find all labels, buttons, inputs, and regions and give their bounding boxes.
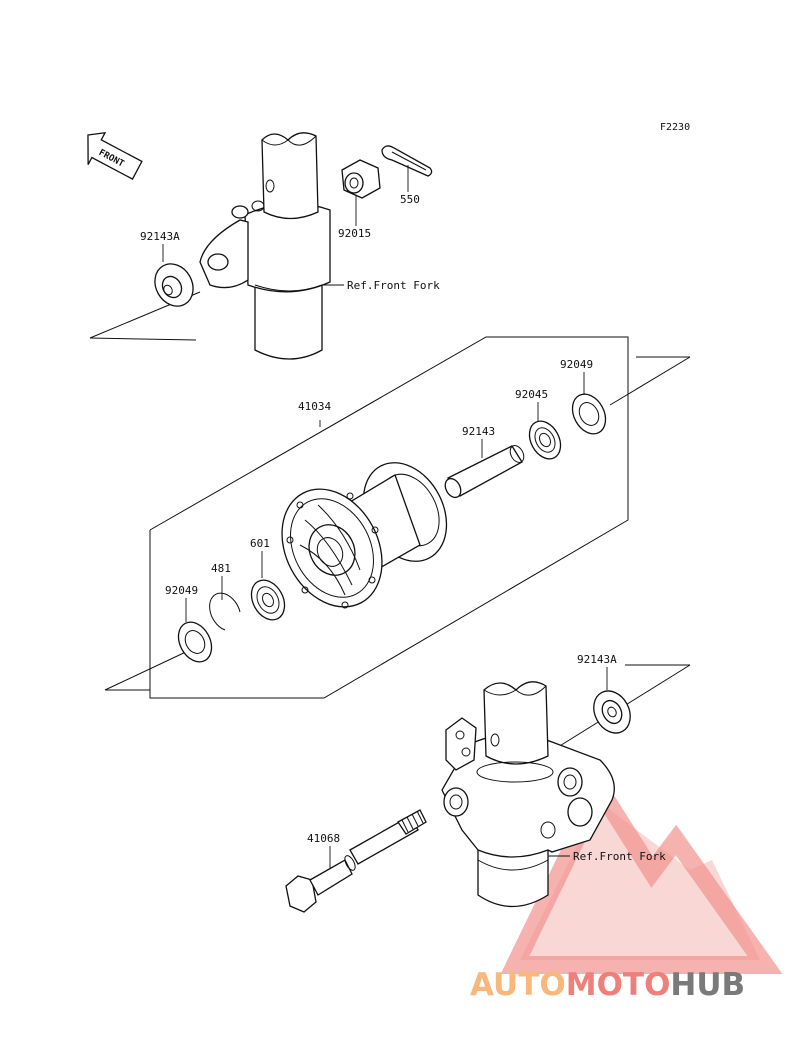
part-label-550: 550 [400, 193, 420, 206]
collar-tube-92143 [444, 445, 525, 499]
circlip-481 [209, 592, 241, 631]
collar-92143A-lower [593, 690, 631, 734]
ref-front-fork-upper: Ref.Front Fork [347, 279, 440, 292]
collar-92143A-upper [154, 263, 194, 307]
hub-41034 [281, 462, 448, 609]
front-arrow-icon: FRONT [87, 131, 143, 180]
part-label-92045: 92045 [515, 388, 548, 401]
part-label-41068: 41068 [307, 832, 340, 845]
bearing-601 [250, 579, 286, 621]
nut-92015 [341, 159, 381, 199]
watermark-text: AUTOMOTOHUB [470, 967, 745, 1003]
diagram-code: F2230 [660, 122, 690, 133]
axle-bolt-41068 [285, 809, 427, 913]
seal-92049-right [571, 393, 607, 435]
part-label-92049-right: 92049 [560, 358, 593, 371]
part-label-481: 481 [211, 562, 231, 575]
part-label-92049-left: 92049 [165, 584, 198, 597]
bearing-92045 [528, 420, 562, 460]
lower-fork-leg [441, 664, 691, 908]
part-label-92143A-upper: 92143A [140, 230, 180, 243]
part-label-601: 601 [250, 537, 270, 550]
part-label-41034: 41034 [298, 400, 331, 413]
cotter-pin-550 [381, 145, 433, 177]
watermark-part-auto: AUTO [470, 967, 566, 1003]
svg-text:AUTOMOTOHUB: AUTOMOTOHUB [470, 967, 745, 1003]
part-label-92143A-lower: 92143A [577, 653, 617, 666]
hub-assembly-frame [104, 336, 691, 699]
ref-front-fork-lower: Ref.Front Fork [573, 850, 666, 863]
watermark-part-moto: MOTO [566, 967, 671, 1003]
part-label-92143: 92143 [462, 425, 495, 438]
upper-fork-leg [89, 132, 331, 360]
part-label-92015: 92015 [338, 227, 371, 240]
watermark-part-hub: HUB [670, 967, 745, 1003]
seal-92049-left [177, 621, 213, 663]
